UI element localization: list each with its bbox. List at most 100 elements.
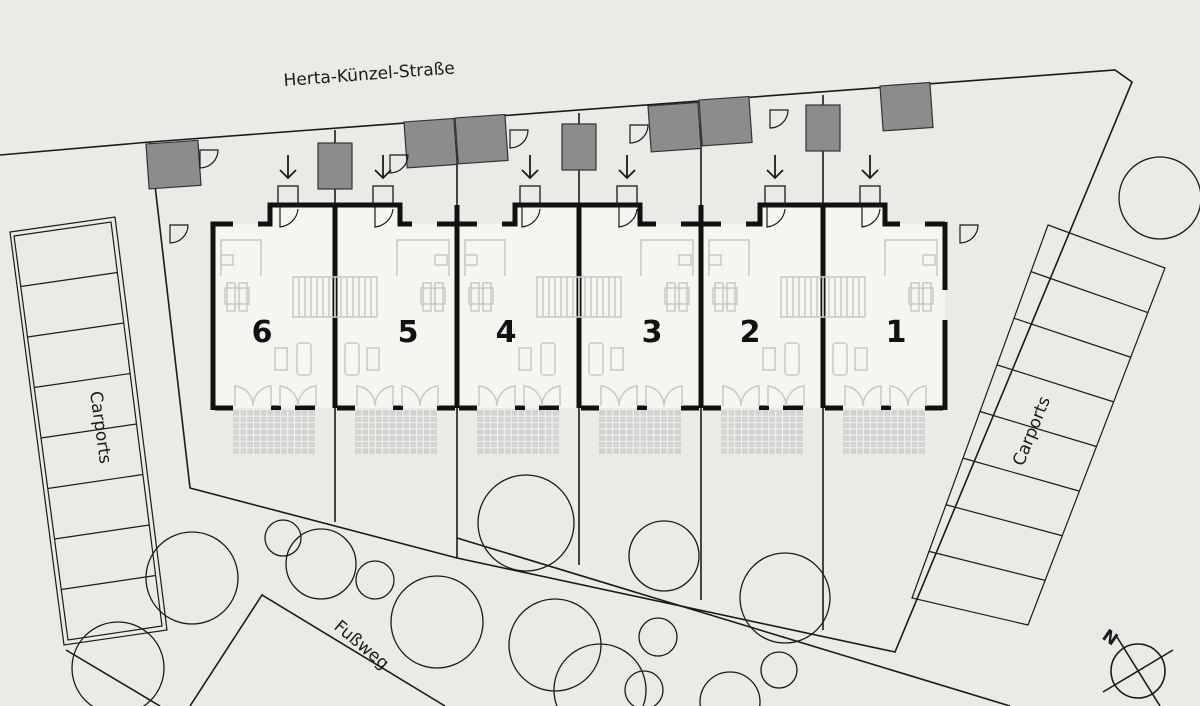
door-swing	[169, 224, 189, 244]
tree	[553, 643, 647, 706]
chair	[482, 282, 492, 312]
armchair	[854, 347, 868, 371]
parking-space	[454, 113, 509, 165]
unit-6: 6	[220, 155, 336, 454]
terrace-paving	[599, 410, 681, 454]
sofa	[784, 342, 800, 376]
street-label: Herta-Künzel-Straße	[283, 58, 456, 91]
carports-left	[9, 216, 168, 646]
unit-4: 4	[464, 155, 580, 454]
stair-outline	[334, 276, 378, 318]
entrance-canopy	[616, 185, 638, 207]
carport-divider	[1013, 317, 1131, 358]
parking-space	[647, 101, 702, 153]
unit-3: 3	[578, 155, 694, 454]
parking-space	[145, 139, 202, 190]
entrance-door-swing	[521, 207, 541, 228]
unit-number: 6	[252, 315, 273, 350]
entrance-bay	[760, 205, 823, 225]
entrance-canopy	[764, 185, 786, 207]
terrace-door	[844, 385, 882, 407]
tree	[477, 474, 575, 572]
unit-1: 1	[822, 155, 938, 454]
sofa	[296, 342, 312, 376]
chair	[922, 282, 932, 312]
compass-circle	[1110, 643, 1166, 699]
tree	[145, 531, 239, 625]
entrance-bay	[579, 205, 640, 225]
stove-icon	[220, 254, 234, 266]
dining-table	[224, 287, 250, 305]
stair-outline	[822, 276, 866, 318]
terrace-door	[279, 385, 317, 407]
tree	[760, 651, 798, 689]
kitchen-counter	[884, 239, 938, 276]
stove-icon	[434, 254, 448, 266]
terrace-door	[478, 385, 516, 407]
parking-space	[805, 104, 841, 152]
carport-divider	[20, 271, 118, 288]
kitchen-counter	[396, 239, 450, 276]
carport-divider	[928, 550, 1046, 581]
tree	[699, 671, 761, 706]
wall	[335, 202, 457, 411]
entrance-arrow-icon	[766, 155, 784, 180]
tree	[739, 552, 831, 644]
carport-divider	[61, 574, 156, 591]
parking-space	[403, 117, 458, 169]
terrace-door	[767, 385, 805, 407]
stove-icon	[678, 254, 692, 266]
entrance-arrow-icon	[279, 155, 297, 180]
dining-table	[908, 287, 934, 305]
carports-right-label: Carports	[1009, 394, 1055, 469]
tree	[508, 598, 602, 692]
sofa	[832, 342, 848, 376]
chair	[422, 282, 432, 312]
footpath-label: Fußweg	[330, 617, 393, 674]
entrance-bay	[335, 205, 400, 225]
dining-table	[468, 287, 494, 305]
stove-icon	[464, 254, 478, 266]
carport-divider	[996, 364, 1114, 403]
unit-number: 3	[642, 315, 663, 350]
dining-table	[664, 287, 690, 305]
sofa	[344, 342, 360, 376]
entrance-arrow-icon	[861, 155, 879, 180]
tree	[71, 621, 165, 706]
entrance-arrow-icon	[521, 155, 539, 180]
kitchen-counter	[640, 239, 694, 276]
entrance-door-swing	[618, 207, 638, 228]
terrace-paving	[477, 410, 559, 454]
entrance-bay	[270, 205, 335, 225]
sofa	[540, 342, 556, 376]
tree	[264, 519, 302, 557]
door-swing	[629, 124, 649, 144]
carports-right	[911, 224, 1166, 626]
door-swing	[959, 224, 979, 244]
carport-divider	[1030, 271, 1149, 314]
terrace-door	[356, 385, 394, 407]
north-arrow: N	[1098, 626, 1174, 706]
chair	[666, 282, 676, 312]
armchair	[518, 347, 532, 371]
parking-space	[879, 81, 934, 132]
carport-divider	[962, 457, 1080, 492]
tree	[355, 560, 395, 600]
terrace-paving	[721, 410, 803, 454]
entrance-bay	[823, 205, 885, 225]
entrance-canopy	[859, 185, 881, 207]
staircase	[334, 276, 378, 318]
terrace-door	[600, 385, 638, 407]
parking-space	[317, 142, 353, 190]
furniture	[822, 239, 938, 407]
entrance-door-swing	[374, 207, 394, 228]
chair	[226, 282, 236, 312]
carport-divider	[945, 504, 1063, 537]
carport-divider	[47, 473, 143, 490]
terrace-paving	[355, 410, 437, 454]
chair	[910, 282, 920, 312]
chair	[678, 282, 688, 312]
chair	[470, 282, 480, 312]
